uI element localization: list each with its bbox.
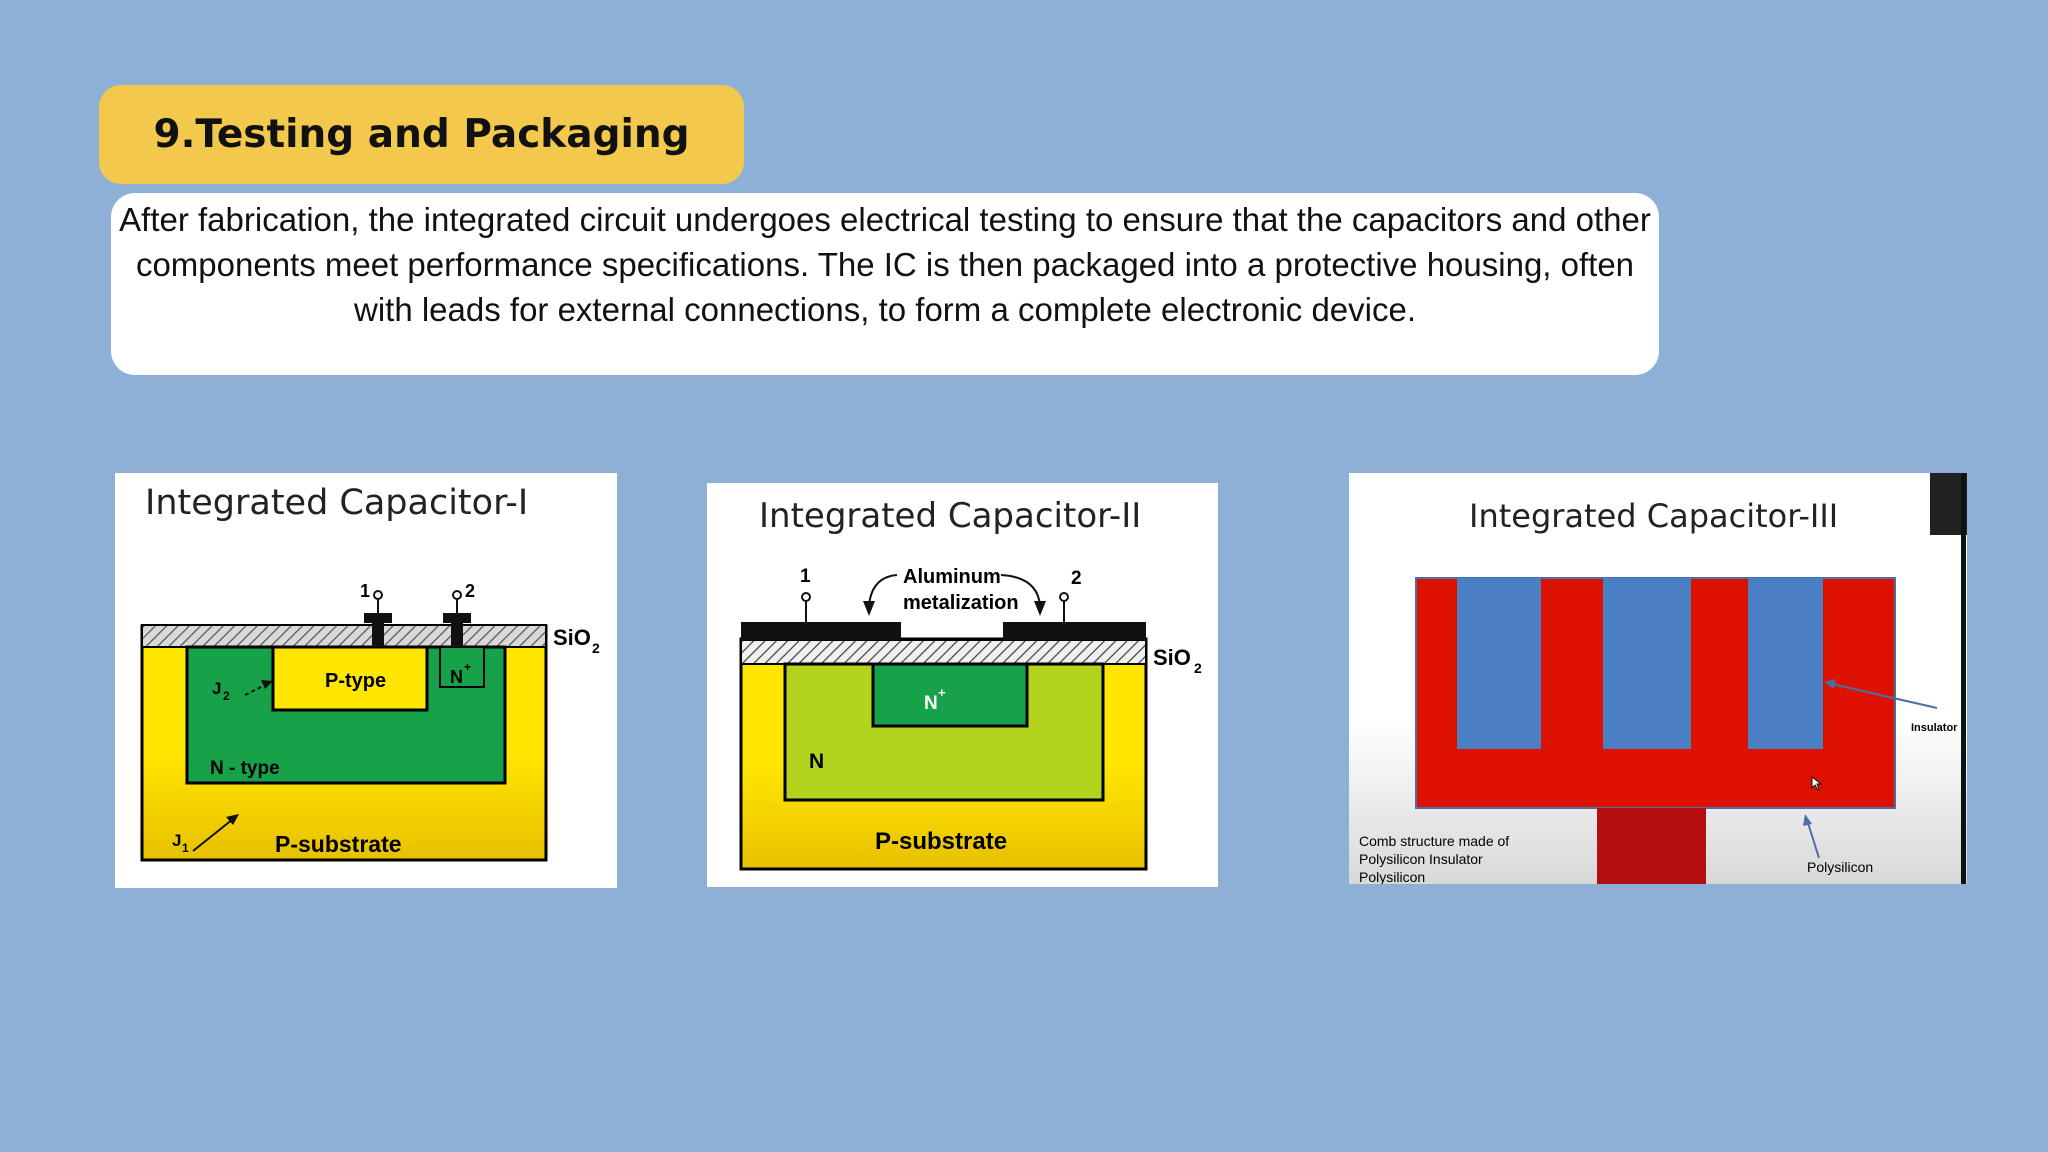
oxide-layer <box>740 639 1147 665</box>
oxide-layer <box>141 624 547 648</box>
insulator-arrowhead <box>1824 679 1836 689</box>
n-plus-sup: + <box>938 685 946 700</box>
p-type-region <box>271 645 429 712</box>
metal-plate-2 <box>1003 622 1146 640</box>
window-edge-line <box>1961 473 1966 884</box>
n-plus-region <box>439 646 485 688</box>
oxide-subscript: 2 <box>1194 660 1202 676</box>
n-plus-label: N <box>450 667 463 687</box>
contact-2-cap <box>443 613 471 623</box>
j1-subscript: 1 <box>182 841 189 855</box>
terminal-2-icon <box>452 590 462 600</box>
diagram-integrated-capacitor-3: Integrated Capacitor-III Insulator Polys… <box>1349 473 1967 884</box>
substrate-label: P-substrate <box>875 828 1007 855</box>
metal-label-line1: Aluminum <box>903 566 1001 588</box>
j2-subscript: 2 <box>223 689 230 703</box>
terminal-2-label: 2 <box>465 581 475 601</box>
metal-arrow-left <box>868 574 898 606</box>
oxide-subscript: 2 <box>592 640 600 656</box>
substrate-label: P-substrate <box>275 831 402 857</box>
terminal-2-icon <box>1059 592 1069 602</box>
metal-plate-1 <box>741 622 901 640</box>
terminal-1-icon <box>801 592 811 602</box>
caption-line-1: Comb structure made of <box>1359 833 1509 849</box>
polysilicon-label: Polysilicon <box>1807 859 1873 875</box>
terminal-1-label: 1 <box>800 566 811 587</box>
metal-arrowhead-right <box>1034 601 1046 616</box>
slide-heading: 9.Testing and Packaging <box>99 85 744 184</box>
terminal-1-label: 1 <box>360 581 370 601</box>
j2-arrowhead <box>261 680 273 689</box>
p-type-label: P-type <box>325 670 386 692</box>
oxide-label: SiO <box>553 625 591 650</box>
diagram-title: Integrated Capacitor-I <box>145 483 528 523</box>
n-label: N <box>809 750 824 773</box>
n-plus-region <box>871 662 1029 728</box>
n-plus-sup: + <box>464 660 471 674</box>
terminal-1-icon <box>373 590 383 600</box>
caption-line-2: Polysilicon Insulator <box>1359 851 1483 867</box>
comb-stem <box>1597 808 1706 884</box>
insulator-finger-1 <box>1457 578 1541 749</box>
diagram-integrated-capacitor-2: Integrated Capacitor-II 1 2 Aluminum met… <box>707 483 1218 887</box>
slide-description: After fabrication, the integrated circui… <box>111 193 1659 375</box>
diagram-integrated-capacitor-1: Integrated Capacitor-I 1 2 SiO 2 P-type … <box>115 473 617 888</box>
j1-label: J <box>172 831 181 850</box>
terminal-2-label: 2 <box>1071 568 1082 589</box>
window-edge <box>1930 473 1967 535</box>
polysilicon-arrow <box>1807 822 1820 859</box>
polysilicon-arrowhead <box>1803 814 1812 826</box>
n-plus-label: N <box>924 693 938 714</box>
mouse-cursor-icon <box>1811 775 1823 791</box>
insulator-finger-3 <box>1748 578 1823 749</box>
insulator-label: Insulator <box>1911 722 1958 734</box>
diagram-title: Integrated Capacitor-III <box>1469 497 1838 535</box>
j2-label: J <box>212 679 221 698</box>
insulator-arrow <box>1831 683 1938 709</box>
metal-arrowhead-left <box>863 601 875 616</box>
j1-arrowhead <box>226 814 239 825</box>
diagram-title: Integrated Capacitor-II <box>759 496 1141 536</box>
n-type-label: N - type <box>210 758 280 779</box>
insulator-finger-2 <box>1603 578 1691 749</box>
metal-arrow-right <box>1000 574 1041 606</box>
oxide-label: SiO <box>1153 645 1191 670</box>
caption-line-3: Polysilicon <box>1359 869 1425 884</box>
j1-arrow <box>192 818 234 852</box>
contact-1-cap <box>364 613 392 623</box>
metal-label-line2: metalization <box>903 592 1019 614</box>
